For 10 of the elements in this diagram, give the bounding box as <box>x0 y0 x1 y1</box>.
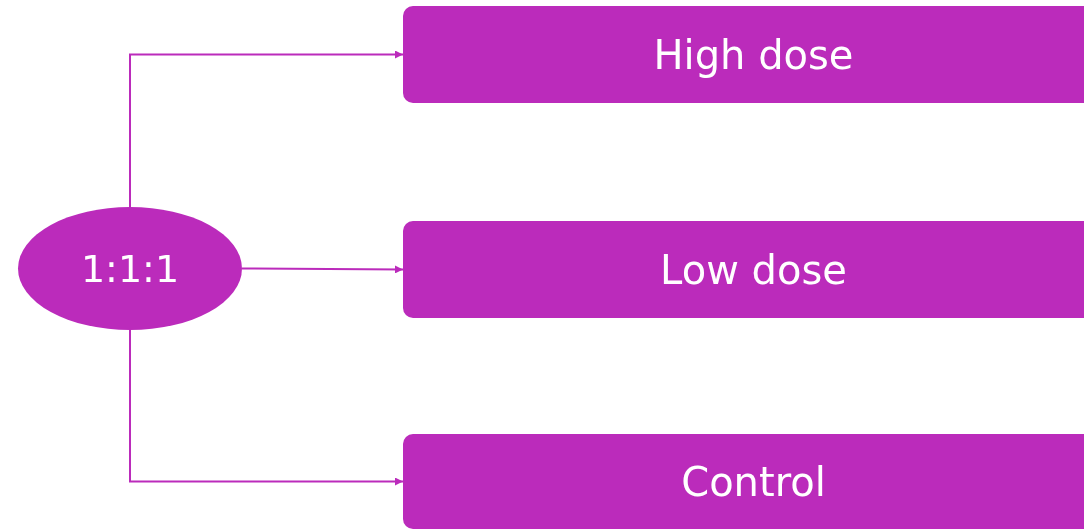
group-box <box>403 434 1084 529</box>
group-box <box>403 221 1084 318</box>
group-box <box>403 6 1084 103</box>
node-label: Low dose <box>660 246 847 293</box>
arrow <box>129 329 404 486</box>
node-label: 1:1:1 <box>80 246 180 291</box>
node-label: High dose <box>653 31 854 78</box>
arrow <box>129 50 404 208</box>
arrow <box>241 265 404 274</box>
node-label: Control <box>681 458 826 505</box>
